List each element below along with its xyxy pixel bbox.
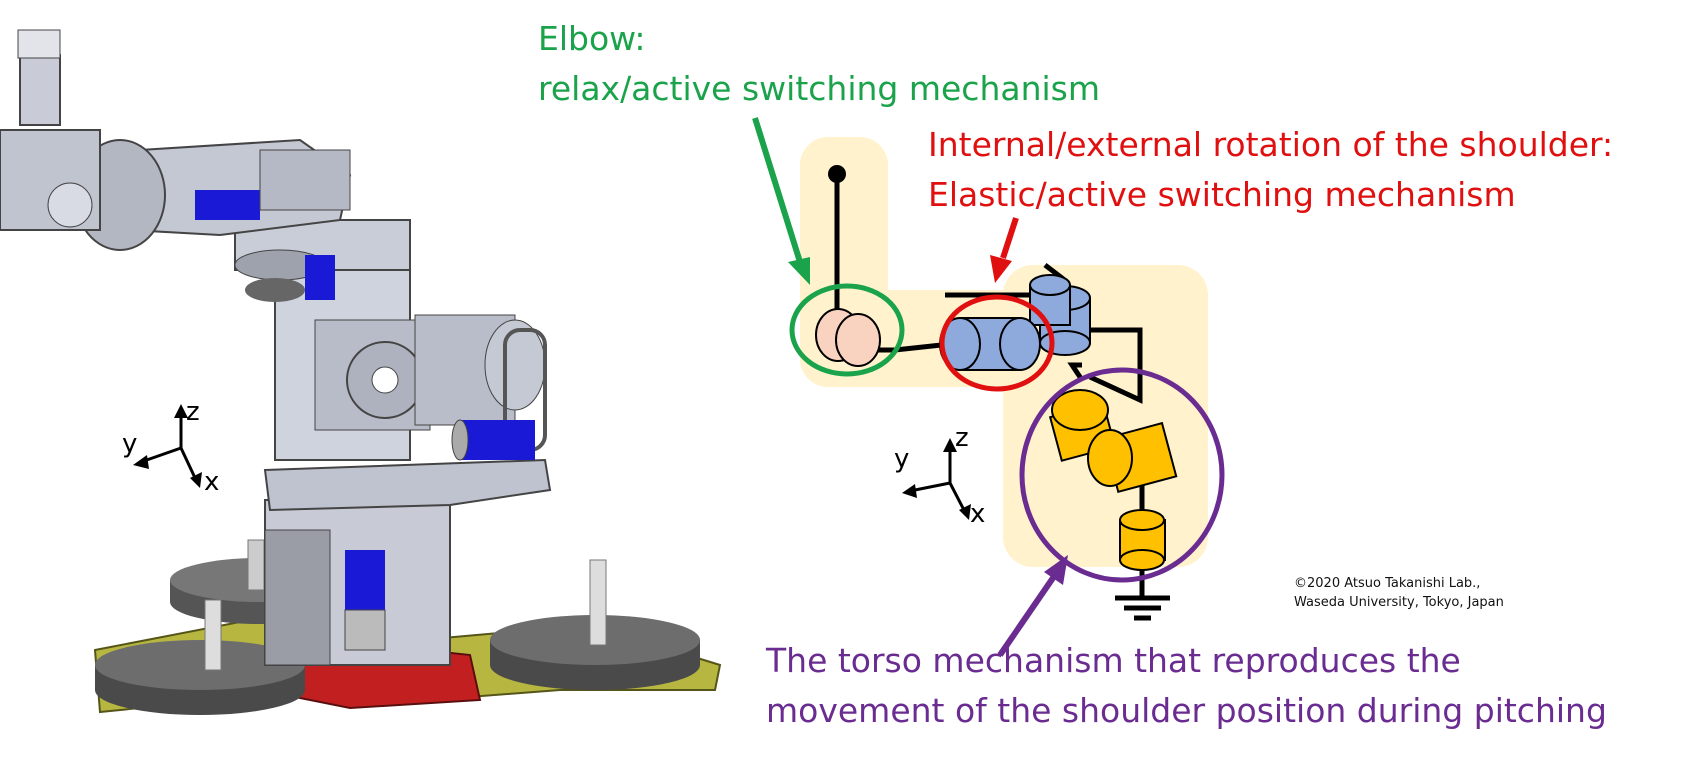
shoulder-title: Internal/external rotation of the should… <box>928 125 1614 164</box>
credit-line-2: Waseda University, Tokyo, Japan <box>1294 594 1504 610</box>
shoulder-description: Elastic/active switching mechanism <box>928 175 1516 214</box>
right-axis-y: y <box>894 444 909 474</box>
copyright-credit: ©2020 Atsuo Takanishi Lab., Waseda Unive… <box>1294 575 1504 613</box>
robot-cad-render <box>0 29 722 715</box>
torso-arrow <box>997 555 1068 657</box>
right-axis-triad <box>902 438 971 520</box>
elbow-title: Elbow: <box>538 19 646 58</box>
end-effector-dot <box>828 165 846 183</box>
right-axis-x: x <box>970 499 985 529</box>
torso-joints <box>1048 389 1178 571</box>
shoulder-highlight-circle <box>939 294 1055 392</box>
left-axis-y: y <box>122 429 137 459</box>
elbow-description: relax/active switching mechanism <box>538 69 1100 108</box>
left-axis-x: x <box>204 467 219 497</box>
credit-line-1: ©2020 Atsuo Takanishi Lab., <box>1294 576 1481 591</box>
elbow-arrow <box>752 117 810 285</box>
torso-description-line1: The torso mechanism that reproduces the <box>766 641 1461 680</box>
right-axis-z: z <box>955 423 969 453</box>
elbow-highlight-circle <box>789 283 905 377</box>
left-axis-triad <box>133 404 202 488</box>
elbow-joint <box>815 308 881 367</box>
torso-description-line2: movement of the shoulder position during… <box>766 691 1607 730</box>
torso-highlight-circle <box>1019 367 1225 583</box>
left-axis-z: z <box>186 397 200 427</box>
shoulder-arrow <box>990 217 1019 283</box>
shoulder-joints <box>939 274 1091 371</box>
mid-platform <box>263 458 552 512</box>
